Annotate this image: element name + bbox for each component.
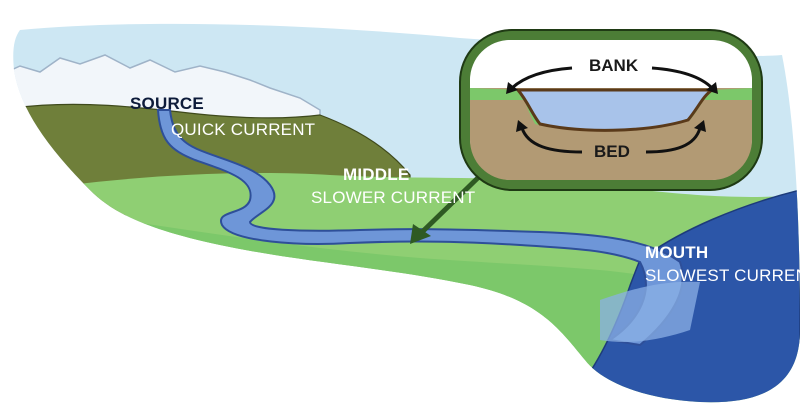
bank-bed-inset: [459, 29, 763, 191]
bank-arrow-left: [510, 66, 573, 90]
bank-arrow-left-head: [506, 82, 518, 94]
source-title: SOURCE: [130, 94, 204, 113]
inset-bed-label: BED: [594, 142, 630, 161]
bank-arrow-right: [651, 66, 714, 90]
inset-bank-label: BANK: [589, 56, 639, 75]
bed-arrow-left-head: [516, 120, 528, 132]
mouth-subtitle: SLOWEST CURRENT: [645, 266, 800, 285]
river: [156, 109, 684, 347]
inset-water: [514, 88, 717, 132]
bed-arrow-right-head: [694, 120, 706, 132]
bank-arrow-right-head: [706, 82, 718, 94]
bed-arrow-left: [520, 127, 583, 154]
bed-arrow-right: [645, 127, 702, 154]
source-subtitle: QUICK CURRENT: [171, 120, 316, 139]
middle-subtitle: SLOWER CURRENT: [311, 188, 476, 207]
callout-arrow-head: [410, 224, 431, 244]
callout-arrow-line: [416, 168, 488, 238]
mouth-title: MOUTH: [645, 243, 709, 262]
middle-title: MIDDLE: [343, 165, 410, 184]
river-delta: [600, 281, 700, 342]
